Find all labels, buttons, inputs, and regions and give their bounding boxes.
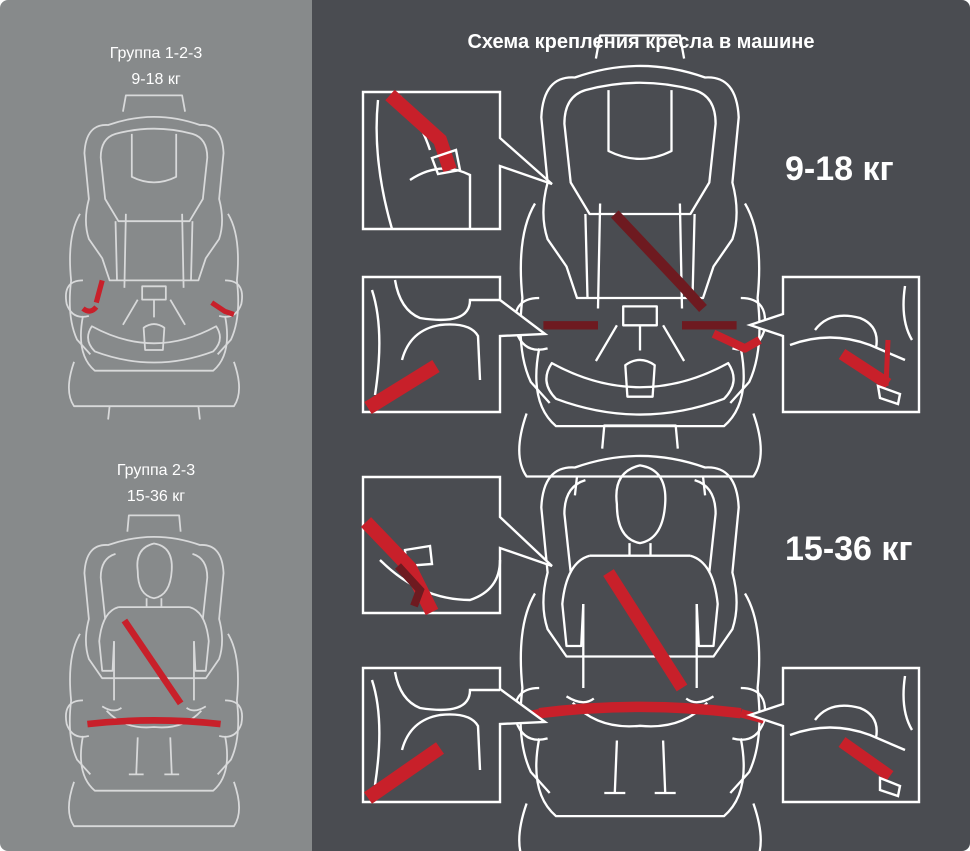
weight-label-bottom: 15-36 кг [785,530,913,568]
group2-name: Группа 2-3 [116,462,196,479]
seat-group2-illustration [65,514,243,828]
group1-name: Группа 1-2-3 [109,45,203,62]
seat-large-group1 [513,34,767,497]
weight-label-top: 9-18 кг [785,150,894,188]
group2-weight: 15-36 кг [126,488,186,505]
group1-weight: 9-18 кг [131,71,181,88]
detail-box-bottom-lower [361,666,549,804]
detail-box-bottom-right [746,666,921,804]
detail-box-top-right [746,275,921,414]
detail-box-top-upper [361,89,553,231]
diagram-title: Схема крепления кресла в машине [467,31,815,53]
left-panel [0,0,312,851]
detail-box-bottom-upper [360,475,553,616]
seat-group1-illustration [65,94,243,421]
seat-large-group2 [513,424,767,851]
detail-box-top-lower [361,275,549,414]
